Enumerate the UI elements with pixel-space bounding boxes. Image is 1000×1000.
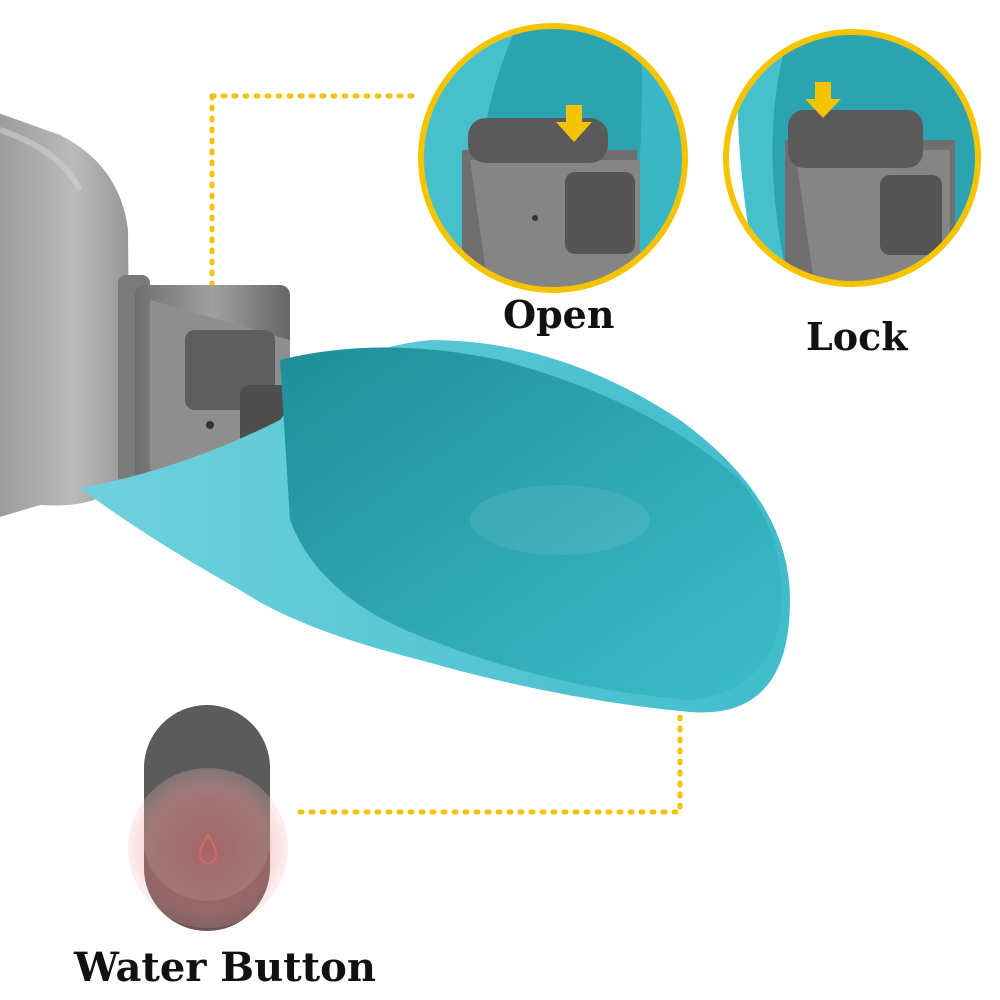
water-button-label: Water Button — [74, 944, 376, 991]
down-arrow-icon — [556, 105, 592, 142]
water-drop-icon — [198, 832, 218, 865]
down-arrow-icon — [805, 82, 841, 118]
callout-line-open — [209, 93, 423, 333]
lock-label: Lock — [806, 314, 908, 359]
lock-callout — [723, 29, 981, 287]
water-button-closeup — [128, 705, 288, 931]
open-callout — [418, 23, 688, 293]
open-label: Open — [503, 292, 615, 337]
scoop — [80, 340, 790, 713]
lock-top-button — [788, 110, 923, 168]
